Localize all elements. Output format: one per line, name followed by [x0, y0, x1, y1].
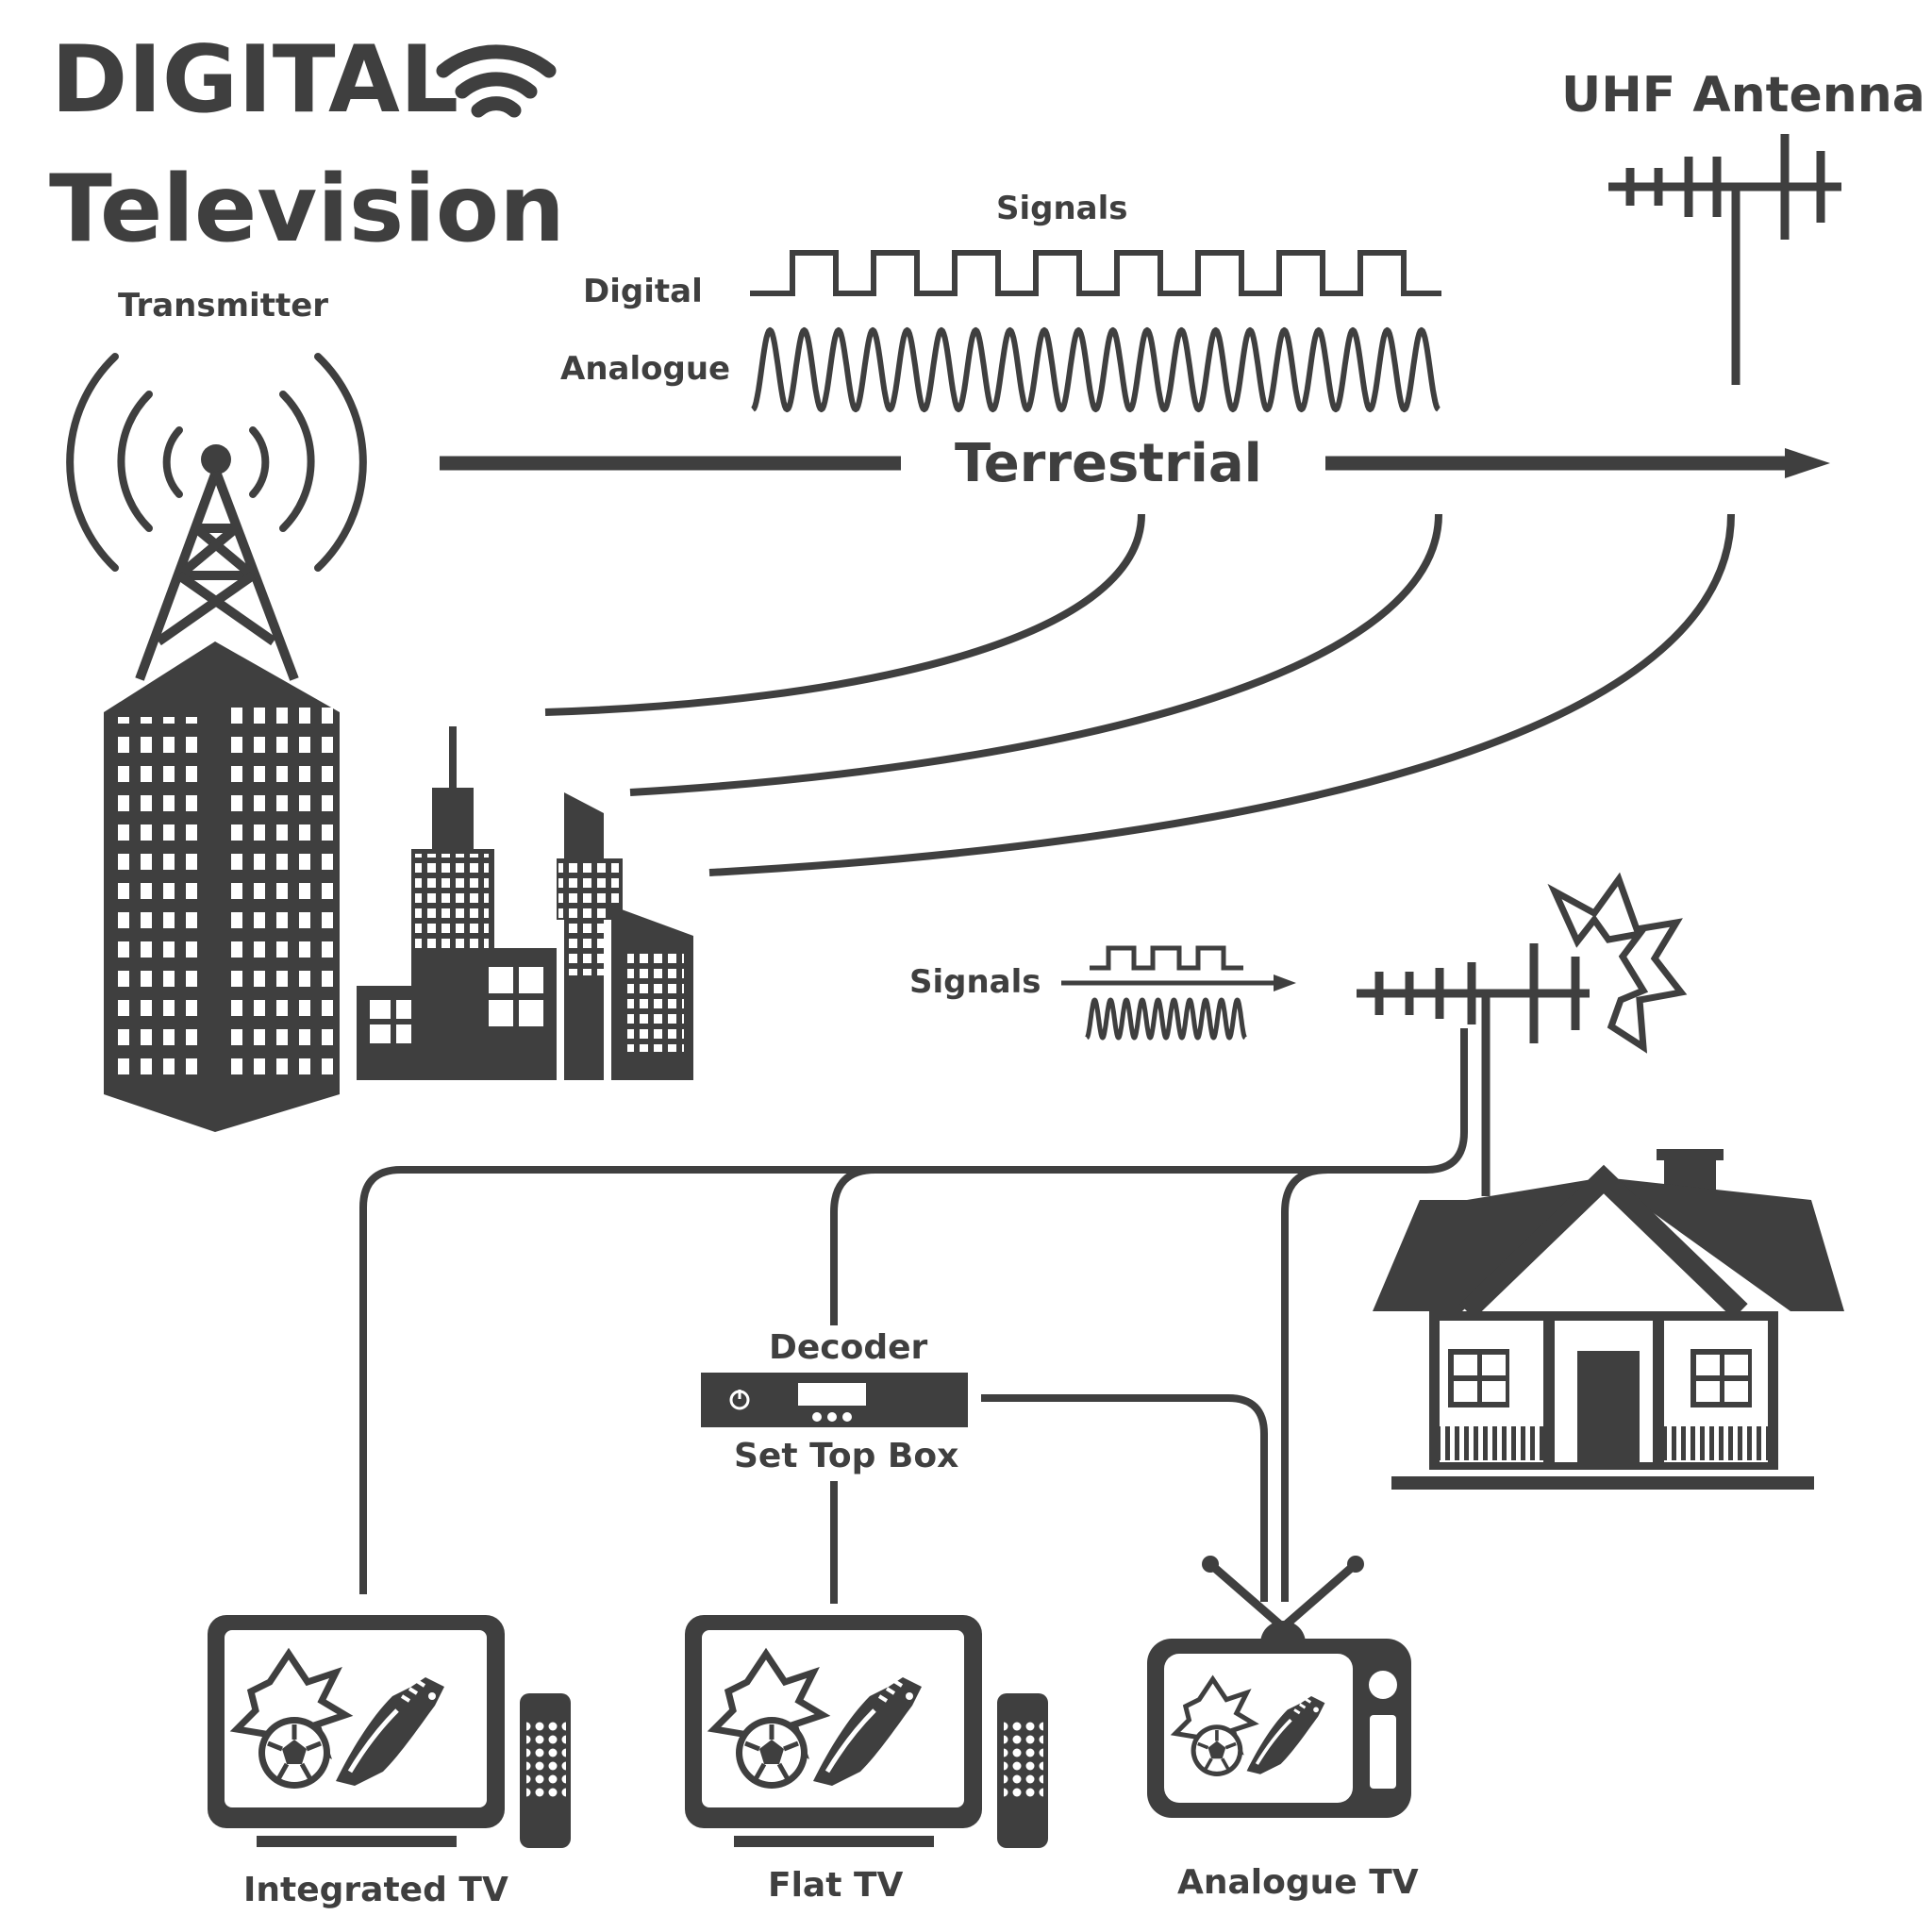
remote-control-icon	[997, 1693, 1048, 1848]
uhf-antenna-icon	[1608, 134, 1841, 385]
signal-curves	[544, 513, 1735, 876]
title: DIGITAL Television	[49, 26, 565, 263]
flat-tv-icon	[685, 1615, 1048, 1848]
analogue-signal-wave	[751, 327, 1441, 412]
signals-top-label: Signals	[996, 190, 1128, 227]
transmitter-tower-icon	[66, 353, 367, 681]
digital-label: Digital	[583, 273, 703, 310]
house-icon	[1373, 1149, 1844, 1490]
analogue-tv-label: Analogue TV	[1177, 1863, 1419, 1902]
roof-antenna-icon	[1357, 943, 1590, 1196]
signals-mid-label: Signals	[909, 963, 1041, 1001]
city-buildings-icon	[104, 641, 693, 1132]
title-digital: DIGITAL	[51, 26, 458, 134]
set-top-box-icon	[701, 1373, 968, 1427]
set-top-box-label: Set Top Box	[734, 1437, 958, 1475]
terrestrial-label: Terrestrial	[955, 433, 1262, 494]
cables	[359, 1028, 1468, 1604]
integrated-tv-label: Integrated TV	[243, 1871, 508, 1909]
decoder-label: Decoder	[769, 1328, 928, 1367]
terrestrial-arrow	[440, 448, 1830, 478]
burst-icon	[1547, 872, 1688, 1054]
transmitter-label: Transmitter	[118, 287, 328, 325]
title-television: Television	[49, 156, 565, 263]
flat-tv-label: Flat TV	[768, 1866, 904, 1905]
uhf-antenna-label: UHF Antenna	[1561, 67, 1925, 124]
remote-control-icon	[520, 1693, 571, 1848]
small-signal-icon	[1061, 945, 1274, 1041]
integrated-tv-icon	[208, 1615, 571, 1848]
wifi-icon	[436, 44, 557, 118]
analogue-label: Analogue	[560, 350, 730, 388]
analogue-tv-icon	[1147, 1556, 1411, 1818]
digital-signal-wave	[750, 250, 1441, 296]
